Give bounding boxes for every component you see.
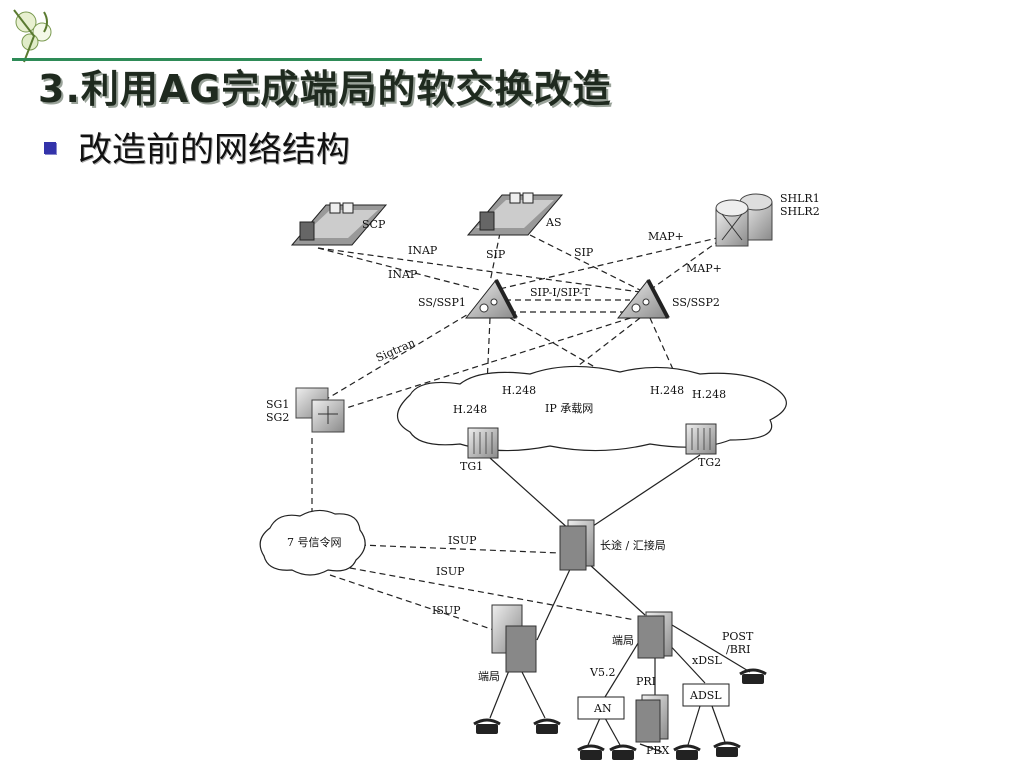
local-switch1-icon — [491, 604, 537, 673]
ss7-cloud — [259, 509, 366, 576]
sip-i-label: SIP-I/SIP-T — [530, 286, 590, 299]
bri-label: /BRI — [726, 643, 750, 656]
ss2-label: SS/SSP2 — [672, 296, 720, 309]
h248-label: H.248 — [650, 384, 684, 397]
shlr2-label: SHLR2 — [780, 205, 820, 218]
local1-label: 端局 — [478, 670, 500, 683]
telephone-icon — [739, 668, 767, 684]
sg1-label: SG1 — [266, 398, 289, 411]
sigtran-label: Sigtran — [374, 336, 417, 365]
isup-label: ISUP — [432, 604, 461, 617]
ss1-label: SS/SSP1 — [418, 296, 466, 309]
ss7-label: 7 号信令网 — [287, 535, 342, 549]
telephone-icon — [473, 718, 501, 734]
telephone-icon — [713, 741, 741, 757]
scp-server-icon — [290, 202, 388, 246]
telephone-icon — [577, 744, 605, 760]
title-rule — [12, 58, 482, 61]
map-label: MAP+ — [686, 262, 722, 275]
an-label: AN — [593, 702, 612, 715]
inap-label: INAP — [408, 244, 438, 257]
adsl-label: ADSL — [689, 689, 722, 702]
telephone-icon — [533, 718, 561, 734]
telephone-icon — [673, 744, 701, 760]
scp-label: SCP — [362, 218, 386, 231]
sip-label: SIP — [486, 248, 506, 261]
local-switch2-icon — [637, 611, 673, 659]
ss-ssp1-icon — [464, 279, 518, 319]
pri-label: PRI — [636, 675, 656, 688]
sip-label: SIP — [574, 246, 594, 259]
inap-label: INAP — [388, 268, 418, 281]
slide-title: 3.利用AG完成端局的软交换改造 — [38, 67, 612, 111]
sg-gateway-icon — [295, 387, 345, 433]
sg2-label: SG2 — [266, 411, 289, 424]
h248-label: H.248 — [502, 384, 536, 397]
tandem-label: 长途 / 汇接局 — [600, 538, 666, 552]
tg1-label: TG1 — [460, 460, 483, 473]
flower-logo-icon — [13, 9, 52, 63]
ip-net-label: IP 承载网 — [545, 402, 593, 415]
map-label: MAP+ — [648, 230, 684, 243]
ss-ssp2-icon — [616, 279, 670, 319]
node-labels: SCP AS SHLR1 SHLR2 SS/SSP1 SS/SSP2 SG1 S… — [266, 192, 820, 757]
shlr1-label: SHLR1 — [780, 192, 820, 205]
isup-label: ISUP — [448, 534, 477, 547]
local2-label: 端局 — [612, 634, 634, 647]
tg2-label: TG2 — [698, 456, 721, 469]
bullet-icon — [44, 142, 56, 154]
solid-links — [489, 454, 751, 753]
isup-label: ISUP — [436, 565, 465, 578]
adsl-box — [682, 683, 730, 707]
tg2-icon — [685, 423, 717, 455]
shlr-router-icon — [715, 193, 773, 247]
as-label: AS — [545, 216, 561, 229]
pbx-label: PBX — [646, 744, 669, 757]
h248-label: H.248 — [453, 403, 487, 416]
as-server-icon — [466, 192, 564, 236]
tandem-switch-icon — [559, 519, 595, 571]
pbx-icon — [635, 694, 669, 743]
telephone-icons — [473, 668, 767, 760]
an-box — [577, 696, 625, 720]
h248-label: H.248 — [692, 388, 726, 401]
post-label: POST — [722, 630, 754, 643]
telephone-icon — [609, 744, 637, 760]
slide-subtitle: 改造前的网络结构 — [78, 130, 350, 170]
v52-label: V5.2 — [589, 666, 615, 679]
xdsl-label: xDSL — [692, 654, 723, 667]
tg1-icon — [467, 427, 499, 459]
